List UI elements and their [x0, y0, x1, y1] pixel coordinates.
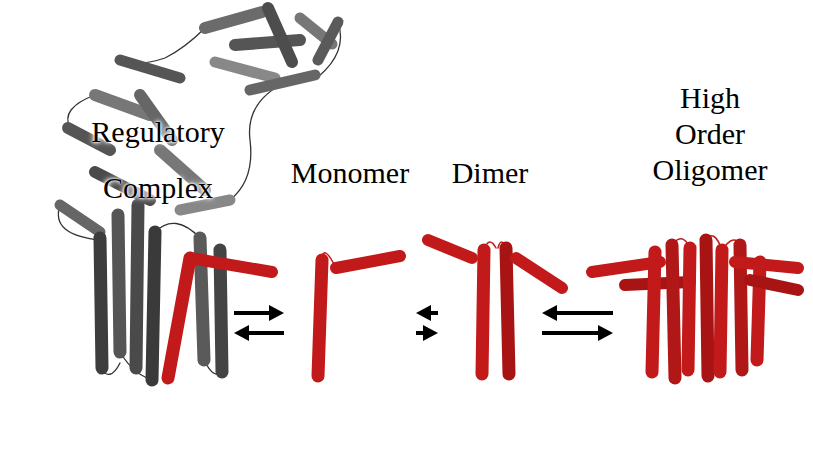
helix	[136, 205, 138, 368]
red-helix	[318, 260, 322, 376]
arrow-shaft	[234, 311, 272, 315]
red-helix	[706, 240, 708, 376]
helix	[268, 8, 292, 62]
arrow-head	[423, 325, 438, 341]
helix	[250, 75, 315, 90]
red-helix	[168, 258, 190, 378]
state-label: High Order Oligomer	[648, 80, 773, 188]
arrow-shaft	[554, 311, 613, 315]
red-helix	[720, 250, 722, 372]
equilibrium-arrow	[542, 305, 613, 321]
helix	[205, 12, 262, 28]
red-helix	[506, 248, 509, 374]
arrow-head	[416, 305, 431, 321]
helix	[152, 232, 155, 380]
red-helix	[672, 245, 675, 378]
state-label: Regulatory Complex	[84, 104, 232, 216]
red-helix	[336, 256, 400, 268]
red-helix	[735, 262, 798, 268]
state-group: Dimer	[440, 155, 540, 385]
red-helix	[750, 280, 798, 290]
loop	[58, 205, 100, 240]
state-group: Regulatory Complex	[84, 104, 232, 386]
helix	[60, 205, 100, 232]
helix	[100, 238, 102, 368]
arrow-head	[234, 325, 249, 341]
loop	[120, 28, 205, 63]
red-helix	[428, 240, 472, 258]
helix	[118, 215, 120, 352]
red-helix	[516, 258, 562, 288]
helix	[318, 22, 338, 60]
state-group: Monomer	[286, 155, 414, 385]
oligomer-structure	[592, 236, 798, 378]
arrow-head	[598, 325, 613, 341]
loop	[68, 95, 95, 128]
state-label: Dimer	[440, 155, 540, 191]
arrow-head	[542, 305, 557, 321]
helix	[120, 60, 180, 78]
loop	[155, 223, 200, 238]
arrow-shaft	[542, 331, 601, 335]
equilibrium-arrow	[416, 325, 438, 341]
arrow-head	[269, 305, 284, 321]
equilibrium-arrow	[234, 325, 284, 341]
loop	[230, 80, 290, 200]
equilibrium-arrow	[234, 305, 284, 321]
equilibrium-arrow	[542, 325, 613, 341]
red-helix	[652, 252, 655, 372]
red-helix	[482, 250, 484, 374]
red-helix	[688, 248, 690, 370]
dimer-structure	[428, 240, 562, 374]
state-group: High Order Oligomer	[615, 80, 805, 385]
arrow-shaft	[246, 331, 284, 335]
red-helix	[190, 258, 272, 272]
regulatory-complex-structure	[58, 8, 340, 380]
monomer-structure	[318, 253, 400, 376]
equilibrium-arrow	[416, 305, 438, 321]
state-label: Monomer	[289, 155, 411, 191]
helix	[215, 62, 275, 78]
